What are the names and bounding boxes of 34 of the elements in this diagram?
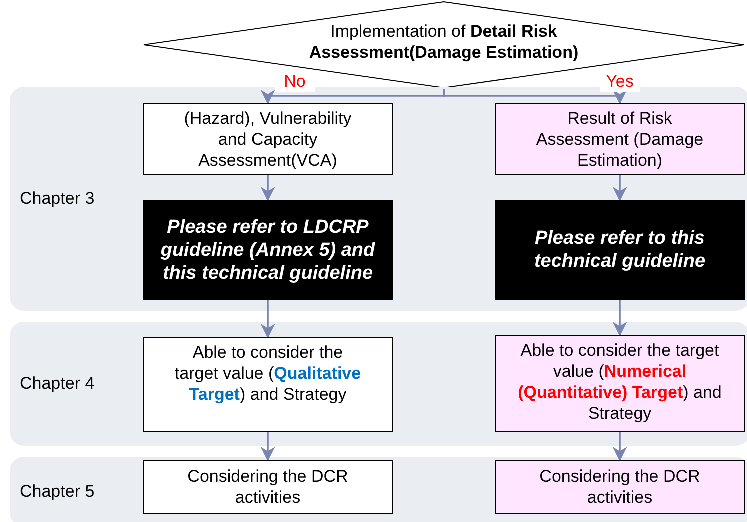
box-text: Able to consider the target value (Numerical (Quantitative) Target) and Strategy <box>517 340 723 424</box>
note-text: Please refer to this technical guideline <box>533 227 707 273</box>
box-text: Considering the DCR activities <box>186 466 350 508</box>
edge-label: No <box>275 72 315 92</box>
arrow <box>260 300 276 338</box>
chapter-band <box>10 457 747 522</box>
arrow <box>612 175 628 202</box>
decision-text: Implementation of Detail Risk Assessment(Damage Estimation) <box>308 21 580 63</box>
result-box <box>495 103 745 175</box>
chapter-band <box>10 87 747 311</box>
arrow <box>612 300 628 336</box>
chapter-label: Chapter 4 <box>20 374 95 394</box>
process-box <box>143 103 393 175</box>
box-text: Result of Risk Assessment (Damage Estimation) <box>535 108 705 170</box>
chapter-band <box>10 322 747 446</box>
chapter-label: Chapter 5 <box>20 482 95 502</box>
box-text: Able to consider the target value (Qualitative Target) and Strategy <box>174 342 362 405</box>
chapter-label: Chapter 3 <box>20 189 95 209</box>
arrow <box>612 432 628 462</box>
note-box <box>495 200 745 300</box>
arrow <box>260 89 445 104</box>
note-text: Please refer to LDCRP guideline (Annex 5) and this technical guideline <box>160 216 376 284</box>
arrow <box>260 432 276 462</box>
decision-diamond <box>143 1 745 89</box>
box-text: Considering the DCR activities <box>538 466 702 508</box>
arrow <box>260 175 276 202</box>
result-box <box>495 460 745 514</box>
result-box <box>495 335 745 432</box>
edge-label: Yes <box>600 72 640 92</box>
note-box <box>143 200 393 300</box>
process-box <box>143 337 393 432</box>
process-box <box>143 460 393 514</box>
arrow <box>443 89 628 104</box>
box-text: (Hazard), Vulnerability and Capacity Assessment(VCA) <box>183 108 353 170</box>
